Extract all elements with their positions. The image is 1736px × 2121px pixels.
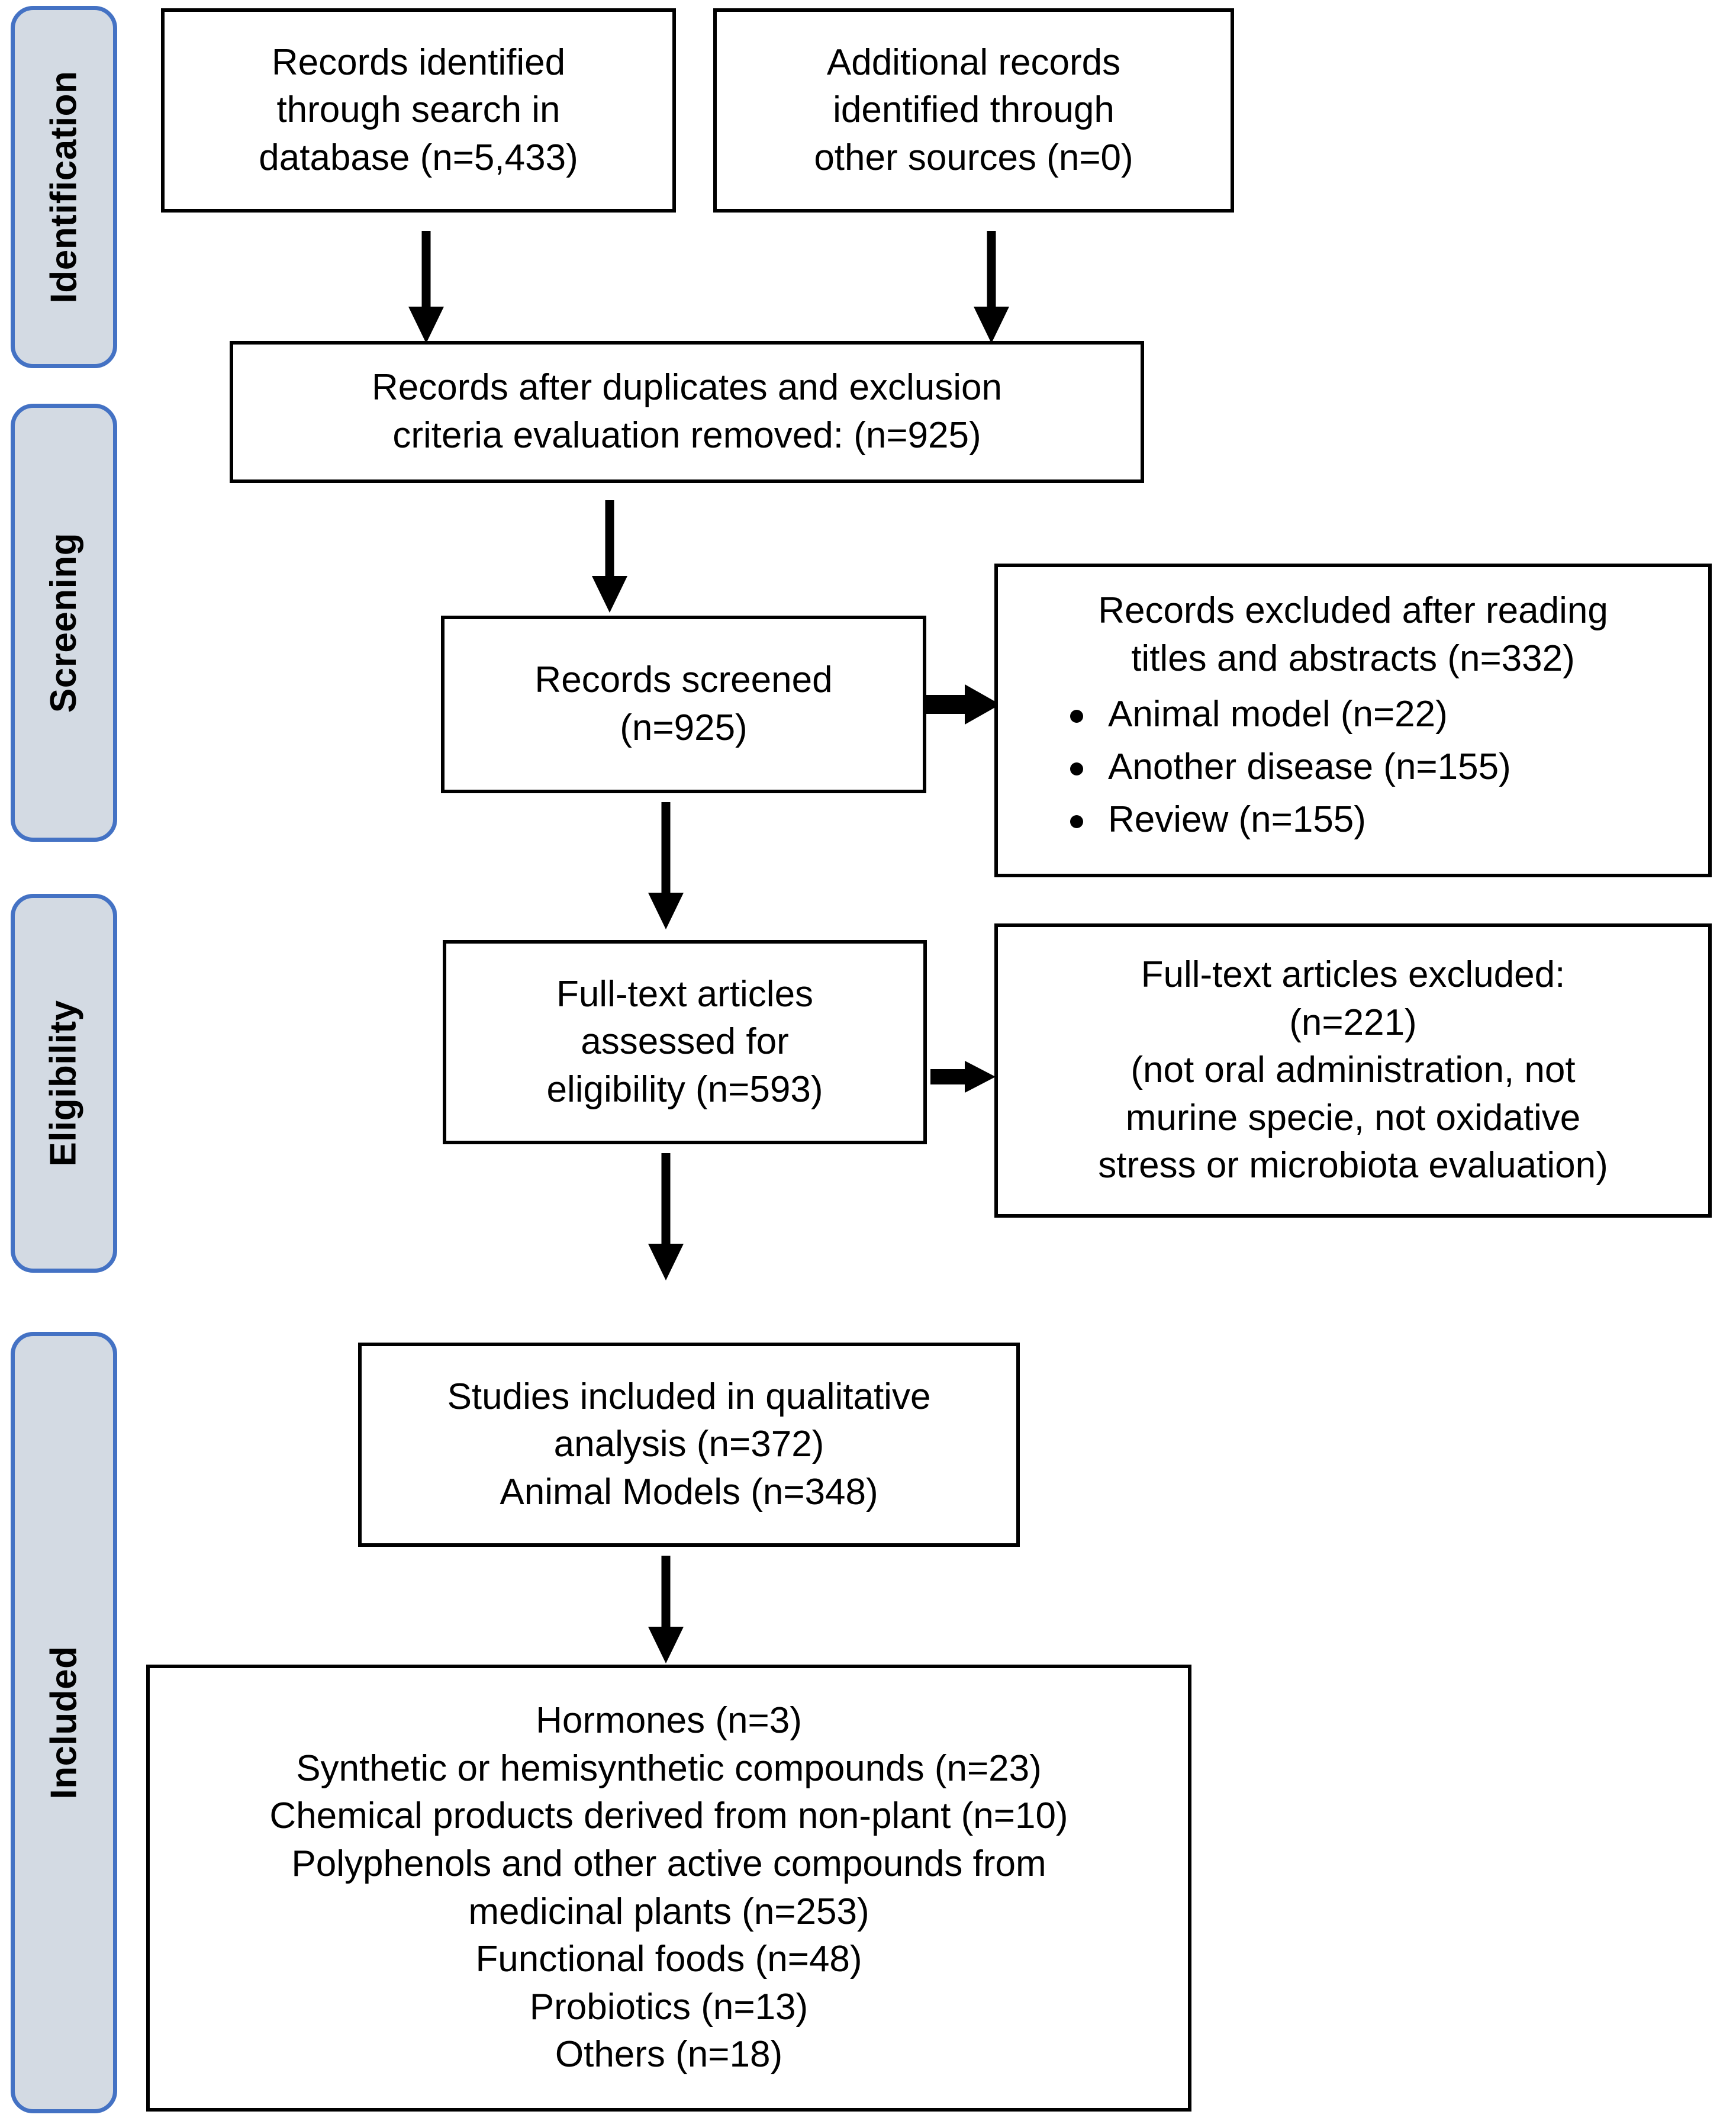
- node-studies-included: Studies included in qualitative analysis…: [358, 1343, 1020, 1547]
- arrow-included-to-categories: [648, 1556, 684, 1663]
- node-categories: Hormones (n=3) Synthetic or hemisyntheti…: [146, 1665, 1191, 2112]
- additional-records-line-1: Additional records: [826, 41, 1121, 83]
- studies-included-line-2: analysis (n=372): [553, 1424, 824, 1465]
- categories-line-2: Synthetic or hemisynthetic compounds (n=…: [296, 1747, 1042, 1789]
- records-identified-line-2: through search in: [276, 89, 561, 131]
- phase-screening: Screening: [11, 404, 117, 842]
- categories-line-1: Hormones (n=3): [536, 1700, 802, 1742]
- arrow-identified-to-duplicates: [408, 231, 444, 343]
- list-item: Animal model (n=22): [1009, 690, 1698, 739]
- phase-identification-label: Identification: [43, 70, 84, 304]
- phase-included-label: Included: [43, 1646, 84, 1800]
- phase-eligibility-label: Eligibility: [43, 1000, 84, 1167]
- arrow-screened-to-fulltext: [648, 802, 684, 929]
- node-fulltext-excluded: Full-text articles excluded: (n=221) (no…: [994, 923, 1712, 1218]
- categories-line-7: Probiotics (n=13): [529, 1986, 809, 2027]
- studies-included-line-1: Studies included in qualitative: [447, 1376, 931, 1417]
- after-duplicates-line-2: criteria evaluation removed: (n=925): [392, 415, 981, 456]
- arrow-duplicates-to-screened: [592, 500, 627, 613]
- node-records-identified: Records identified through search in dat…: [161, 8, 676, 213]
- categories-line-3: Chemical products derived from non-plant…: [269, 1795, 1068, 1837]
- records-excluded-heading-1: Records excluded after reading: [1098, 590, 1608, 631]
- fulltext-excluded-line-1: Full-text articles excluded:: [1141, 954, 1566, 996]
- fulltext-assessed-line-1: Full-text articles: [556, 973, 814, 1015]
- arrow-fulltext-to-included: [648, 1153, 684, 1280]
- records-identified-line-3: database (n=5,433): [259, 137, 578, 178]
- phase-screening-label: Screening: [43, 532, 84, 713]
- node-records-after-duplicates: Records after duplicates and exclusion c…: [230, 341, 1144, 483]
- categories-line-4: Polyphenols and other active compounds f…: [291, 1843, 1046, 1884]
- records-screened-line-2: (n=925): [620, 707, 748, 748]
- additional-records-line-3: other sources (n=0): [814, 137, 1133, 178]
- studies-included-line-3: Animal Models (n=348): [500, 1471, 878, 1512]
- node-records-excluded: Records excluded after reading titles an…: [994, 564, 1712, 877]
- phase-included: Included: [11, 1332, 117, 2113]
- node-records-screened: Records screened (n=925): [441, 616, 926, 793]
- phase-eligibility: Eligibility: [11, 894, 117, 1273]
- fulltext-excluded-line-5: stress or microbiota evaluation): [1098, 1145, 1608, 1186]
- categories-line-8: Others (n=18): [555, 2034, 783, 2075]
- categories-line-5: medicinal plants (n=253): [468, 1891, 869, 1932]
- arrow-additional-to-duplicates: [974, 231, 1009, 343]
- fulltext-excluded-line-4: murine specie, not oxidative: [1125, 1097, 1581, 1138]
- records-screened-line-1: Records screened: [534, 659, 833, 701]
- fulltext-excluded-line-3: (not oral administration, not: [1131, 1050, 1576, 1091]
- arrow-screened-to-excluded: [923, 684, 1000, 725]
- node-additional-records: Additional records identified through ot…: [713, 8, 1234, 213]
- records-identified-line-1: Records identified: [271, 41, 566, 83]
- records-excluded-heading-2: titles and abstracts (n=332): [1131, 638, 1575, 679]
- arrow-fulltext-to-excluded: [930, 1060, 996, 1094]
- fulltext-assessed-line-2: assessed for: [581, 1021, 789, 1063]
- fulltext-assessed-line-3: eligibility (n=593): [546, 1068, 823, 1110]
- list-item: Review (n=155): [1009, 795, 1698, 844]
- after-duplicates-line-1: Records after duplicates and exclusion: [372, 367, 1002, 408]
- records-excluded-bullet-list: Animal model (n=22) Another disease (n=1…: [1009, 686, 1698, 848]
- phase-identification: Identification: [11, 6, 117, 368]
- list-item: Another disease (n=155): [1009, 742, 1698, 791]
- node-fulltext-assessed: Full-text articles assessed for eligibil…: [443, 940, 927, 1144]
- fulltext-excluded-line-2: (n=221): [1289, 1002, 1417, 1043]
- categories-line-6: Functional foods (n=48): [475, 1939, 862, 1980]
- additional-records-line-2: identified through: [833, 89, 1115, 131]
